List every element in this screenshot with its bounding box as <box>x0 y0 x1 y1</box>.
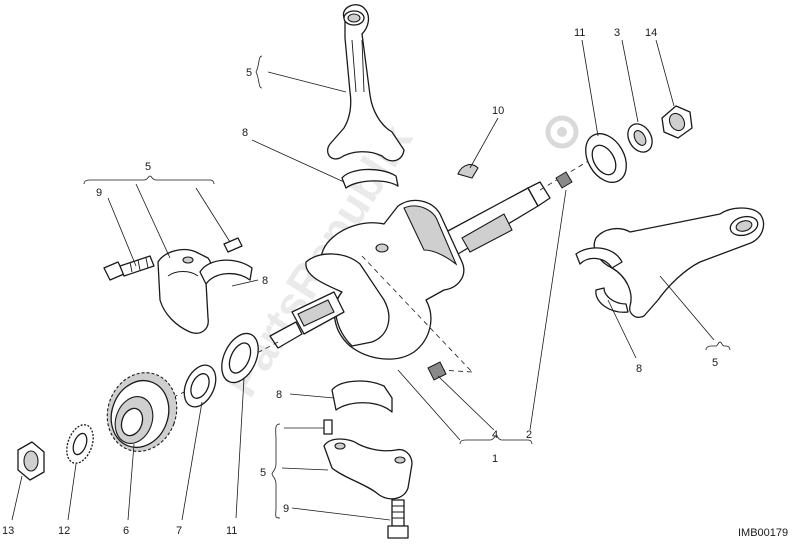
thrust-washer-bottom <box>221 332 259 384</box>
washer-3 <box>627 123 653 153</box>
dowel-pin-2 <box>555 171 573 189</box>
callout-12: 12 <box>58 525 70 537</box>
rod-cap-bottom <box>323 438 413 500</box>
callout-9-left: 9 <box>96 187 102 199</box>
gear-6 <box>106 372 178 452</box>
watermark-gear-icon <box>545 115 579 149</box>
callout-1: 1 <box>492 453 498 465</box>
bracket-crankshaft <box>459 435 533 445</box>
bearing-shell-top <box>341 168 399 189</box>
dowel-pin-4 <box>427 361 447 381</box>
connecting-rod-top <box>326 4 405 162</box>
dowel-pin-left <box>223 237 243 253</box>
callout-10: 10 <box>492 105 504 117</box>
callout-8-top: 8 <box>242 127 248 139</box>
callout-3: 3 <box>614 27 620 39</box>
bracket-right <box>705 341 731 351</box>
nut-14 <box>661 105 693 139</box>
callout-labels: 5 8 5 9 8 10 11 3 14 8 5 4 2 1 8 5 9 13 … <box>2 27 718 537</box>
callout-11-top: 11 <box>574 27 585 39</box>
bearing-shell-bottom <box>331 380 393 413</box>
callout-7: 7 <box>176 525 182 537</box>
bracket-bottom <box>271 423 281 519</box>
bearing-shell-right <box>575 247 629 313</box>
callout-8-left: 8 <box>262 275 268 287</box>
callout-8-right: 8 <box>636 363 642 375</box>
bracket-top <box>255 55 263 89</box>
crankshaft <box>149 159 591 409</box>
dowel-pin-bottom <box>323 419 333 435</box>
callout-14: 14 <box>645 27 657 39</box>
callout-9-bottom: 9 <box>283 503 289 515</box>
woodruff-key-10 <box>457 164 479 179</box>
bolt-9-bottom <box>387 499 409 539</box>
callout-6: 6 <box>123 525 129 537</box>
reference-code: IMB00179 <box>738 527 788 539</box>
bearing-shell-left <box>199 259 253 285</box>
bracket-left <box>83 175 215 185</box>
callout-5-right: 5 <box>712 357 718 369</box>
callout-5-top: 5 <box>246 67 252 79</box>
callout-4: 4 <box>492 429 498 441</box>
callout-8-bottom: 8 <box>276 389 282 401</box>
rod-cap-left <box>157 248 213 334</box>
callout-2: 2 <box>526 429 532 441</box>
connecting-rod-right <box>593 207 765 318</box>
spacer-7 <box>183 364 217 408</box>
callout-5-bottom: 5 <box>260 467 266 479</box>
callout-13: 13 <box>2 525 14 537</box>
thrust-washer-top <box>585 133 627 183</box>
callout-11-bottom: 11 <box>226 525 237 537</box>
bolt-9-left <box>103 255 155 281</box>
leader-lines <box>11 39 715 521</box>
nut-13 <box>17 441 45 481</box>
lock-washer-12 <box>66 424 94 464</box>
callout-5-left: 5 <box>145 161 151 173</box>
